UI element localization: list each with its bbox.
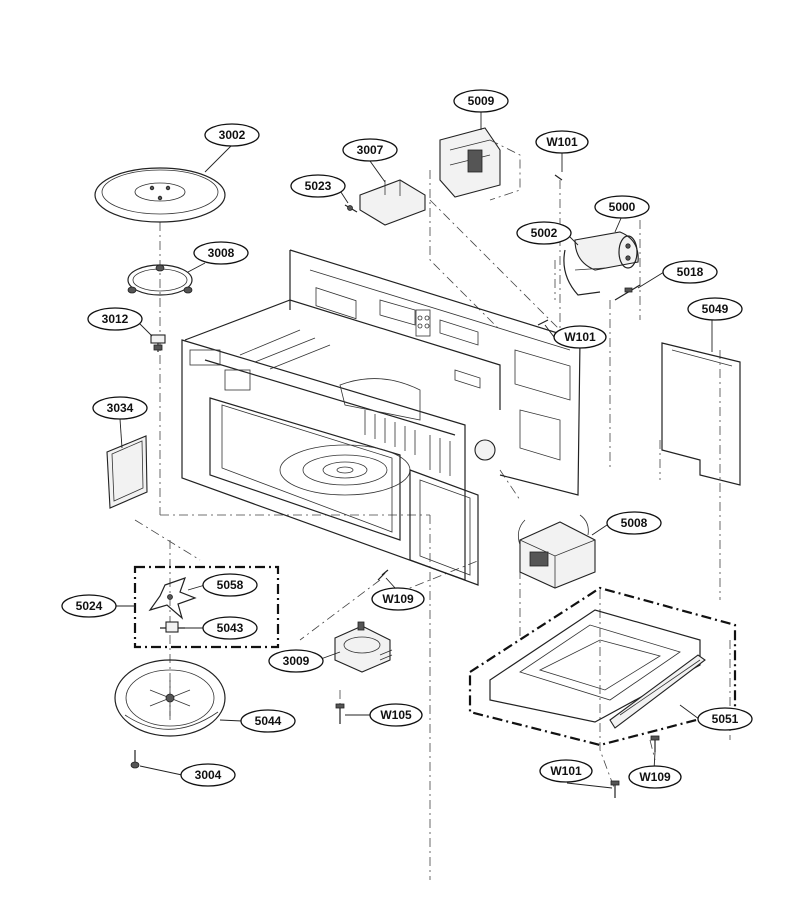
stirrer-assembly-group	[133, 565, 280, 649]
callout-3012: 3012	[87, 307, 143, 331]
alignment-lines	[134, 170, 731, 880]
screw-3004	[130, 750, 140, 769]
callout-w101-mid: W101	[553, 325, 607, 349]
callout-5000: 5000	[594, 195, 650, 219]
callout-label: W105	[380, 708, 412, 722]
callout-label: 5058	[217, 578, 244, 592]
callout-label: 5043	[217, 621, 244, 635]
callout-label: 3034	[107, 401, 134, 415]
callout-5043: 5043	[202, 616, 258, 640]
callout-label: 5044	[255, 714, 282, 728]
callout-label: 3008	[208, 246, 235, 260]
callout-3007: 3007	[342, 138, 398, 162]
callout-label: 5049	[702, 302, 729, 316]
callout-3008: 3008	[193, 241, 249, 265]
callout-5058: 5058	[202, 573, 258, 597]
hv-capacitor	[574, 231, 639, 271]
callout-label: W101	[546, 135, 578, 149]
callout-5009: 5009	[453, 89, 509, 113]
base-plate-group	[468, 586, 737, 747]
leader-lines	[115, 112, 713, 789]
callout-3034: 3034	[92, 396, 148, 420]
callout-label: 5051	[712, 712, 739, 726]
hv-diode	[614, 284, 641, 301]
callout-5024: 5024	[61, 594, 117, 618]
callout-label: W101	[550, 764, 582, 778]
vent-bracket	[359, 179, 426, 226]
callout-w101-bottom: W101	[539, 759, 593, 783]
capacitor-bracket	[563, 249, 606, 296]
base-plate	[489, 609, 706, 729]
screw-w109-left	[377, 569, 389, 581]
callout-5049: 5049	[687, 297, 743, 321]
callout-5008: 5008	[606, 511, 662, 535]
callout-label: 3002	[219, 128, 246, 142]
callout-3002: 3002	[204, 123, 260, 147]
callout-3004: 3004	[180, 763, 236, 787]
roller-ring	[127, 264, 193, 296]
callout-5023: 5023	[290, 174, 346, 198]
callout-label: 5009	[468, 94, 495, 108]
magnetron	[439, 127, 521, 201]
turntable-motor	[334, 621, 393, 673]
turntable-coupler	[150, 334, 166, 352]
turntable-tray	[94, 167, 226, 223]
callout-label: W109	[382, 592, 414, 606]
callout-label: 5023	[305, 179, 332, 193]
callout-label: 5002	[531, 226, 558, 240]
callout-label: W109	[639, 770, 671, 784]
thermostat	[344, 204, 358, 213]
callout-label: 3012	[102, 312, 129, 326]
screw-w105	[335, 703, 345, 724]
callout-w109-left: W109	[371, 587, 425, 611]
hv-transformer	[517, 514, 596, 589]
callout-label: 3004	[195, 768, 222, 782]
stirrer-shaft	[160, 621, 185, 633]
callout-5002: 5002	[516, 221, 572, 245]
callout-label: 5024	[76, 599, 103, 613]
callout-label: 5018	[677, 265, 704, 279]
callout-label: 5008	[621, 516, 648, 530]
callout-label: 5000	[609, 200, 636, 214]
side-plate	[661, 342, 741, 486]
screw-w101-bottom	[610, 780, 620, 798]
fan-housing	[114, 659, 226, 737]
stirrer-blade	[148, 577, 197, 620]
callout-3009: 3009	[268, 649, 324, 673]
callout-w105: W105	[369, 703, 423, 727]
screw-w109-right	[650, 735, 660, 752]
callout-5018: 5018	[662, 260, 718, 284]
callout-label: 3009	[283, 654, 310, 668]
waveguide-cover	[106, 435, 148, 509]
callout-label: 3007	[357, 143, 384, 157]
screw-w101-mid	[537, 319, 549, 326]
callout-w101-top: W101	[535, 130, 589, 154]
callout-5044: 5044	[240, 709, 296, 733]
callout-w109-right: W109	[628, 765, 682, 789]
callout-label: W101	[564, 330, 596, 344]
screw-w101-top	[554, 174, 563, 181]
oven-cavity	[181, 249, 581, 586]
callout-5051: 5051	[697, 707, 753, 731]
